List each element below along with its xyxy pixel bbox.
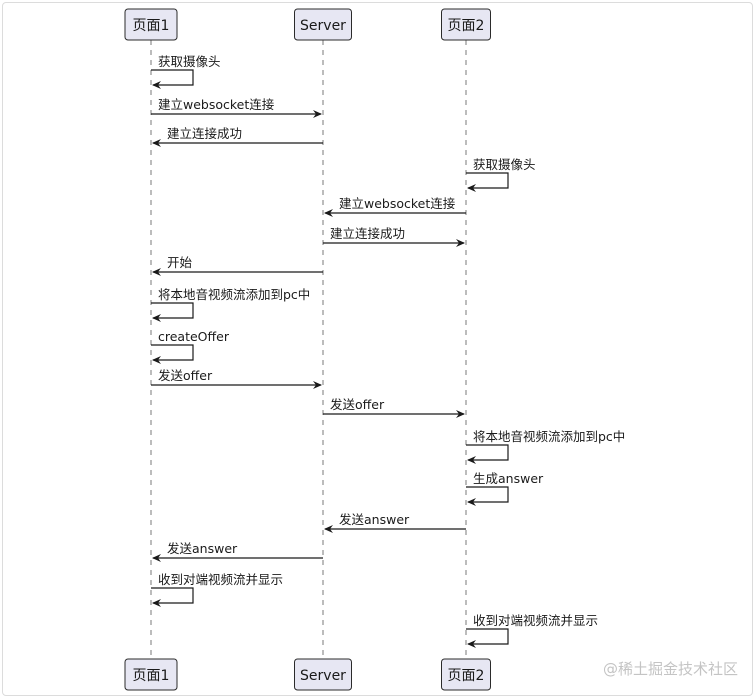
participant-label: 页面1 <box>133 18 170 34</box>
message-label: createOffer <box>158 329 230 344</box>
message-7: 开始 <box>152 255 323 276</box>
message-label: 将本地音视频流添加到pc中 <box>473 429 625 444</box>
message-11: 发送offer <box>323 397 465 418</box>
message-16: 收到对端视频流并显示 <box>151 572 283 607</box>
participant-p2-bottom: 页面2 <box>441 658 491 691</box>
message-label: 建立websocket连接 <box>158 97 275 112</box>
message-10: 发送offer <box>151 368 322 389</box>
participant-srv-bottom: Server <box>294 658 352 691</box>
message-6: 建立连接成功 <box>323 226 465 247</box>
participant-p1-bottom: 页面1 <box>124 658 178 691</box>
message-15: 发送answer <box>152 541 323 562</box>
message-label: 获取摄像头 <box>473 157 536 172</box>
message-2: 建立websocket连接 <box>151 97 322 118</box>
message-label: 发送offer <box>330 397 385 412</box>
participant-label: 页面2 <box>448 18 485 34</box>
message-17: 收到对端视频流并显示 <box>466 613 598 648</box>
message-12: 将本地音视频流添加到pc中 <box>466 429 625 464</box>
message-label: 收到对端视频流并显示 <box>473 613 598 628</box>
message-label: 建立websocket连接 <box>339 196 456 211</box>
message-label: 将本地音视频流添加到pc中 <box>158 287 310 302</box>
participant-label: Server <box>300 668 346 684</box>
message-label: 建立连接成功 <box>330 226 405 241</box>
message-4: 获取摄像头 <box>466 157 536 192</box>
message-label: 开始 <box>167 255 193 270</box>
message-label: 收到对端视频流并显示 <box>158 572 283 587</box>
message-9: createOffer <box>151 329 230 364</box>
participant-p1-top: 页面1 <box>124 8 178 41</box>
message-label: 获取摄像头 <box>158 54 221 69</box>
participant-p2-top: 页面2 <box>441 8 491 41</box>
participant-label: 页面2 <box>448 668 485 684</box>
watermark: @稀土掘金技术社区 <box>602 660 738 678</box>
message-14: 发送answer <box>324 512 466 533</box>
participant-srv-top: Server <box>294 8 352 41</box>
message-8: 将本地音视频流添加到pc中 <box>151 287 310 322</box>
message-label: 发送answer <box>339 512 410 527</box>
message-label: 生成answer <box>473 471 544 486</box>
message-5: 建立websocket连接 <box>324 196 466 217</box>
message-label: 发送offer <box>158 368 213 383</box>
participant-label: 页面1 <box>133 668 170 684</box>
message-13: 生成answer <box>466 471 544 506</box>
message-label: 发送answer <box>167 541 238 556</box>
message-label: 建立连接成功 <box>167 126 242 141</box>
message-1: 获取摄像头 <box>151 54 221 89</box>
message-3: 建立连接成功 <box>152 126 323 147</box>
participant-label: Server <box>300 18 346 34</box>
